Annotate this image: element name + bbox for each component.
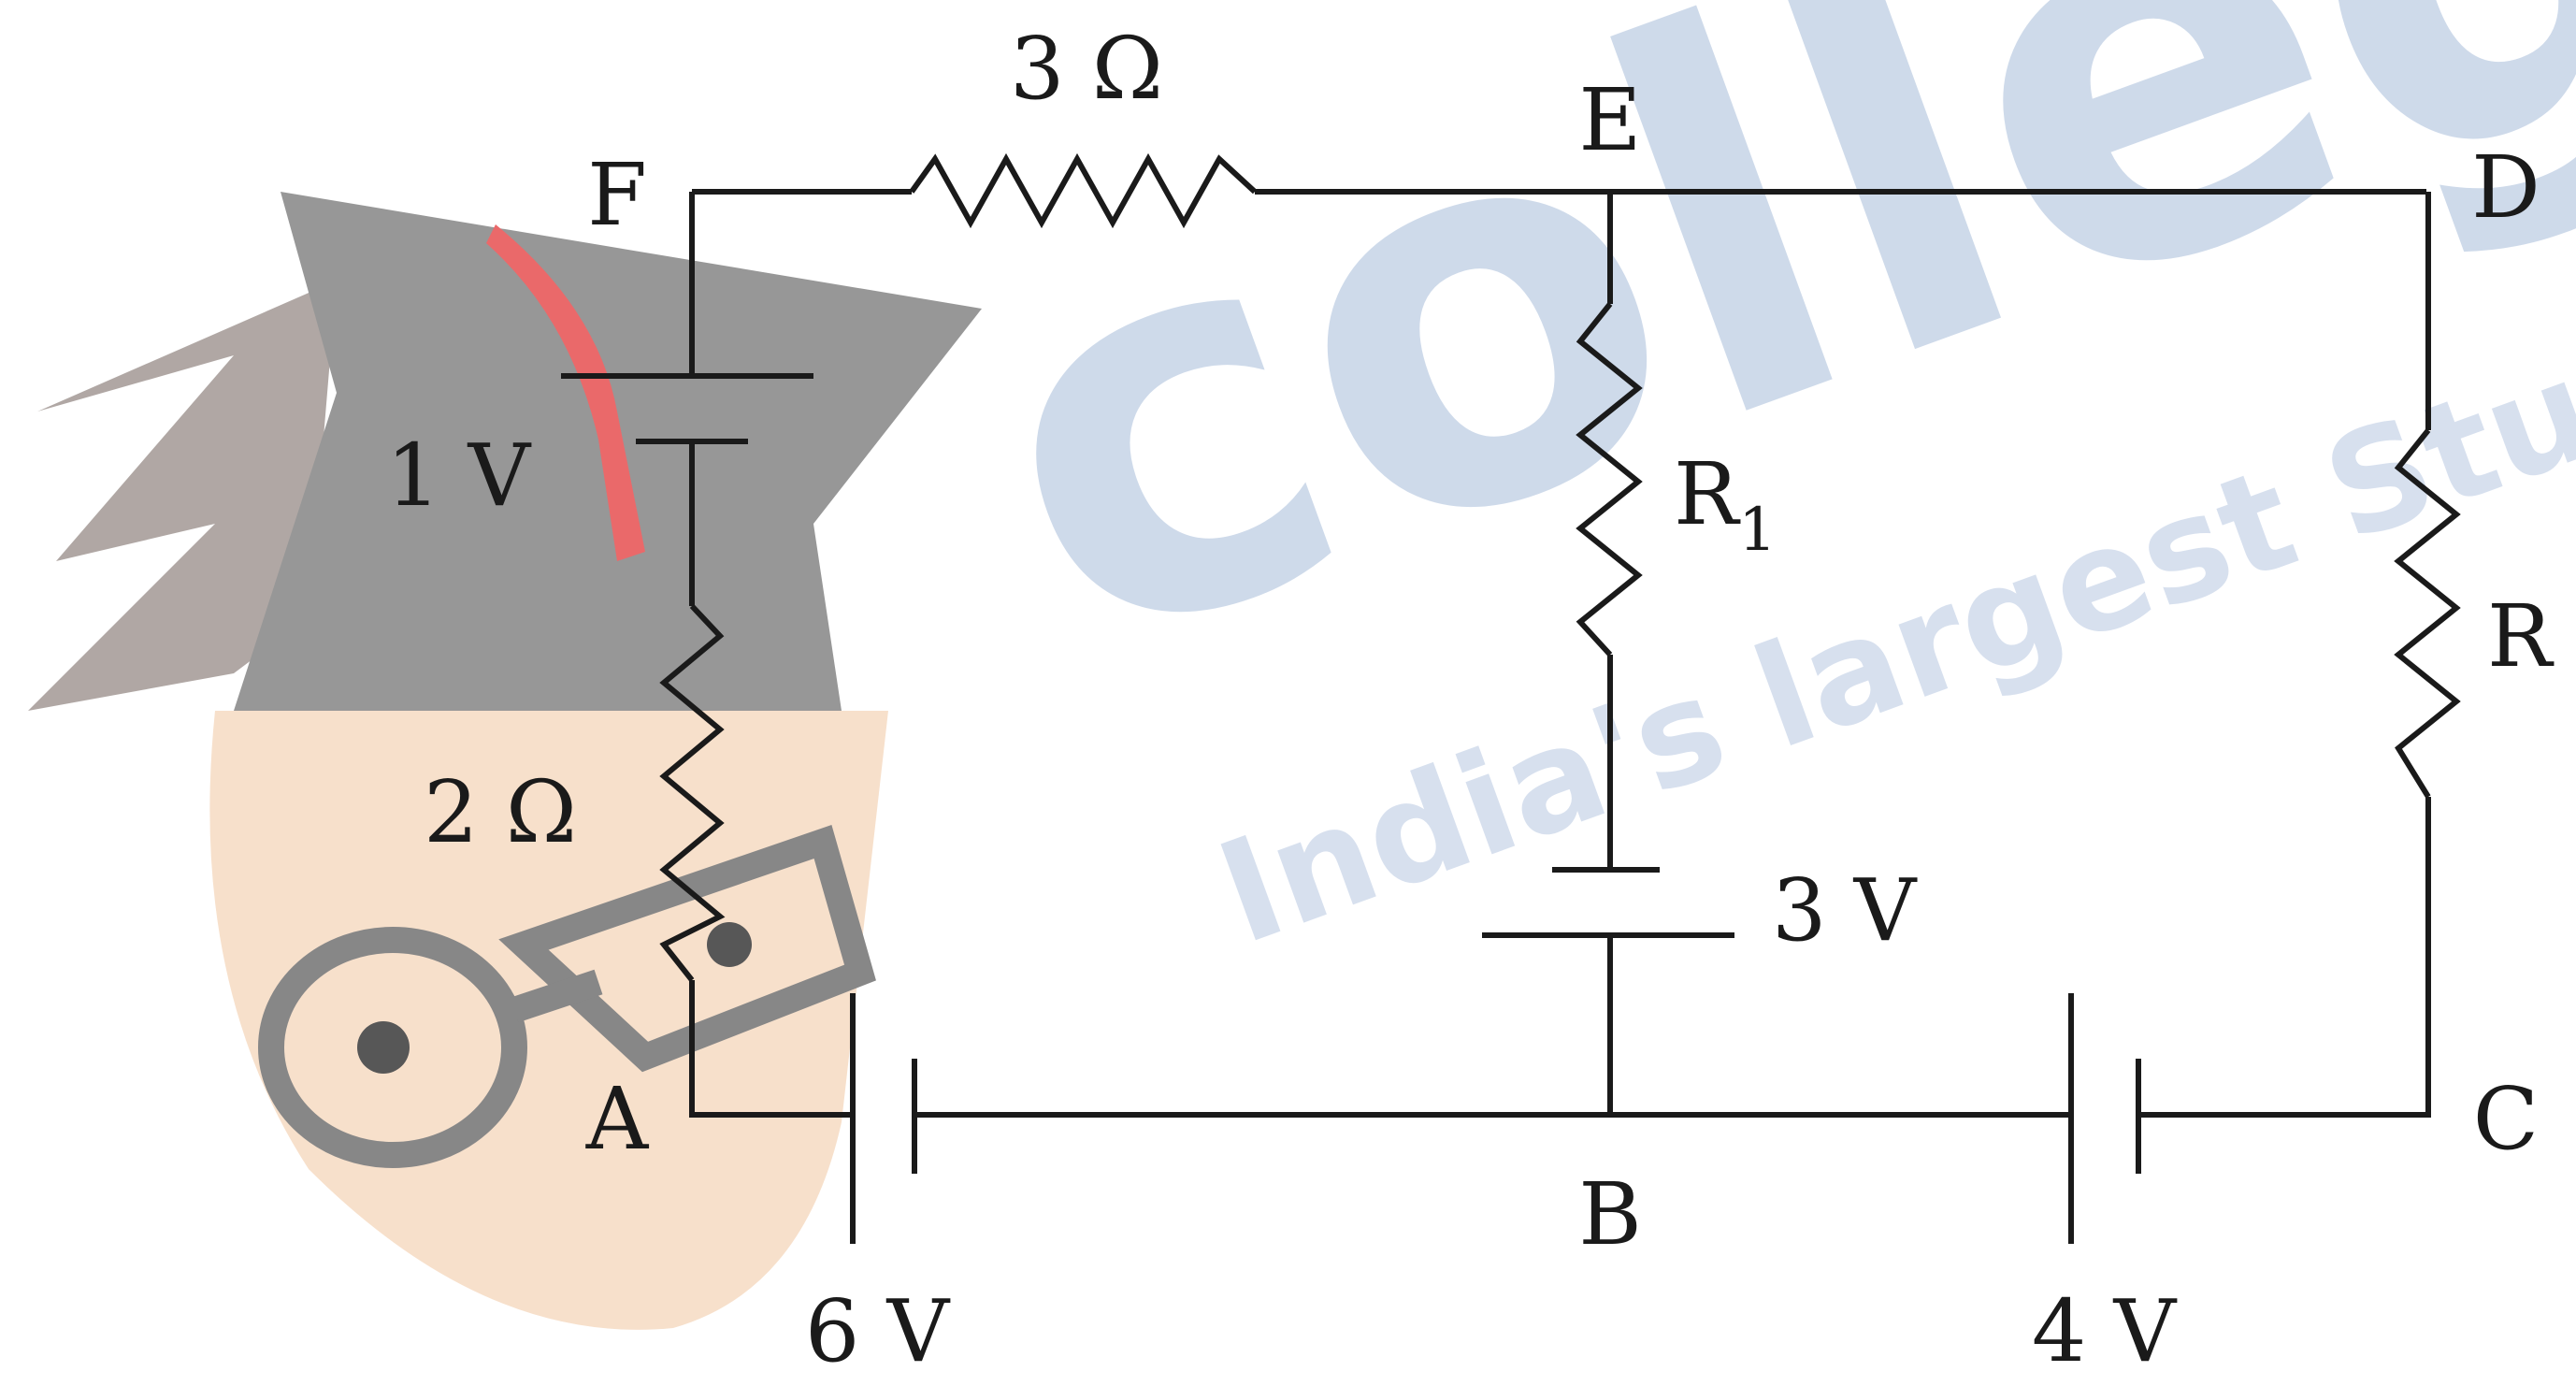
mascot-eye-left xyxy=(357,1021,410,1074)
resistor-3-ohm-label: 3 Ω xyxy=(1010,19,1163,119)
circuit-wires xyxy=(561,152,2461,1244)
battery-6v-label: 6 V xyxy=(805,1281,951,1381)
resistor-r xyxy=(2394,428,2461,799)
node-label-b: B xyxy=(1578,1164,1642,1264)
mascot-eye-right xyxy=(707,922,752,967)
circuit-labels: F E D A B C 3 Ω 2 Ω R1 R 1 V 3 V 6 V 4 V xyxy=(386,19,2554,1381)
node-label-e: E xyxy=(1578,70,1641,170)
resistor-r1-letter: R xyxy=(1674,444,1741,544)
battery-3v-label: 3 V xyxy=(1772,860,1918,960)
mascot-tassel xyxy=(486,224,645,561)
node-label-a: A xyxy=(585,1069,650,1169)
resistor-r1 xyxy=(1576,302,1643,657)
mascot-glasses xyxy=(258,824,876,1168)
watermark: college India's largest Stud xyxy=(28,0,2576,1330)
resistor-r1-subscript: 1 xyxy=(1738,496,1777,565)
resistor-3-ohm xyxy=(909,152,1258,229)
node-label-f: F xyxy=(587,145,647,245)
resistor-r1-label: R1 xyxy=(1674,444,1777,565)
battery-4v-label: 4 V xyxy=(2032,1281,2178,1381)
mascot-hair xyxy=(28,281,337,711)
wire-r2-to-a xyxy=(689,980,853,1118)
mascot-illustration xyxy=(28,192,982,1330)
node-label-c: C xyxy=(2473,1069,2539,1169)
resistor-2-ohm xyxy=(659,603,726,982)
wire-4v-to-c xyxy=(2138,797,2431,1118)
resistor-2-ohm-label: 2 Ω xyxy=(424,762,577,862)
battery-1v-label: 1 V xyxy=(386,426,532,526)
resistor-r-label: R xyxy=(2487,586,2554,686)
node-label-d: D xyxy=(2471,137,2540,238)
